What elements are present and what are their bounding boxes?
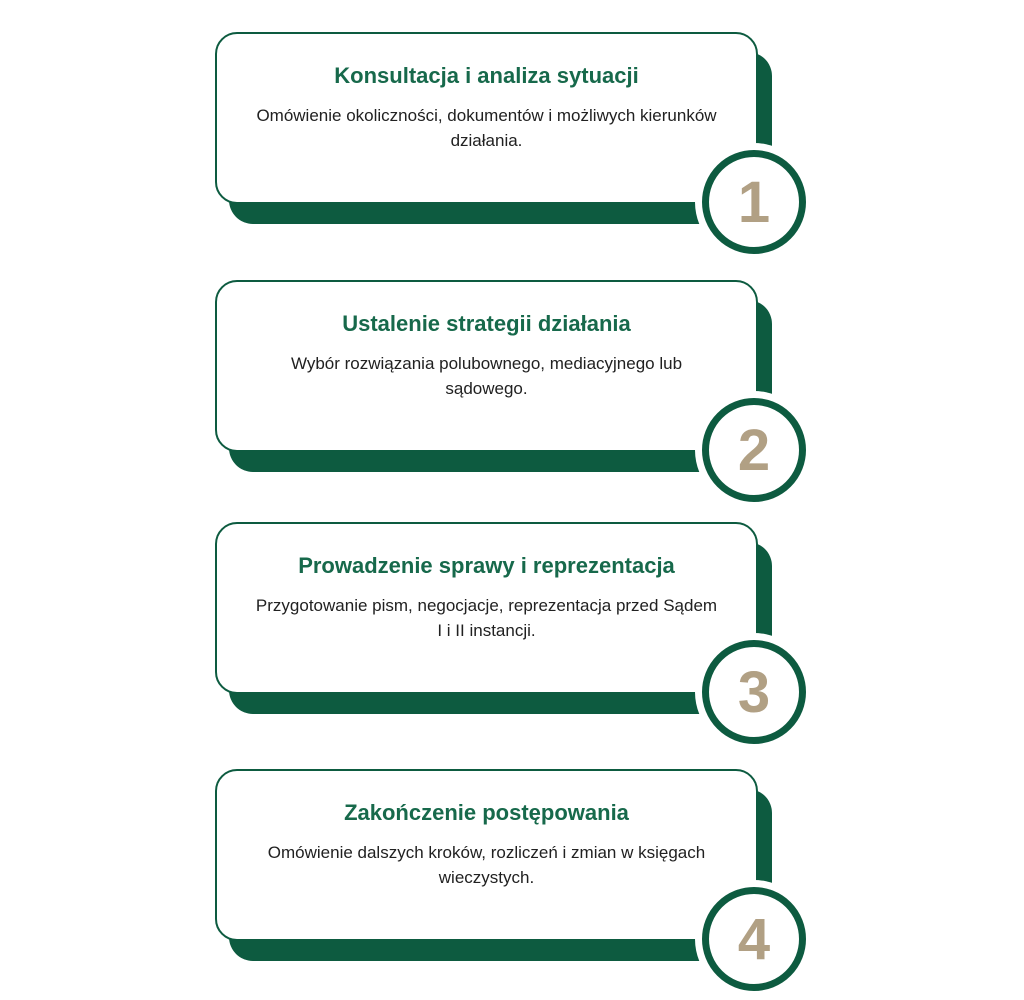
step-number-badge: 4 bbox=[702, 887, 806, 991]
step-card: Konsultacja i analiza sytuacji Omówienie… bbox=[215, 32, 758, 204]
step-title: Konsultacja i analiza sytuacji bbox=[334, 63, 639, 88]
step-title: Prowadzenie sprawy i reprezentacja bbox=[298, 553, 675, 578]
step-title: Ustalenie strategii działania bbox=[342, 311, 631, 336]
step-card: Prowadzenie sprawy i reprezentacja Przyg… bbox=[215, 522, 758, 694]
step-2: Ustalenie strategii działania Wybór rozw… bbox=[215, 280, 806, 502]
step-number-badge: 2 bbox=[702, 398, 806, 502]
step-number: 3 bbox=[737, 660, 771, 725]
step-description: Omówienie okoliczności, dokumentów i moż… bbox=[256, 106, 717, 150]
step-number: 1 bbox=[737, 170, 771, 235]
step-description: Wybór rozwiązania polubownego, mediacyjn… bbox=[290, 354, 683, 398]
step-number-badge: 3 bbox=[702, 640, 806, 744]
step-number: 4 bbox=[737, 907, 771, 972]
step-card: Ustalenie strategii działania Wybór rozw… bbox=[215, 280, 758, 452]
step-number: 2 bbox=[737, 418, 771, 483]
step-4: Zakończenie postępowania Omówienie dalsz… bbox=[215, 769, 806, 991]
step-description: Przygotowanie pism, negocjacje, reprezen… bbox=[255, 596, 718, 640]
step-3: Prowadzenie sprawy i reprezentacja Przyg… bbox=[215, 522, 806, 744]
step-number-badge: 1 bbox=[702, 150, 806, 254]
step-1: Konsultacja i analiza sytuacji Omówienie… bbox=[215, 32, 806, 254]
step-title: Zakończenie postępowania bbox=[344, 800, 629, 825]
step-description: Omówienie dalszych kroków, rozliczeń i z… bbox=[267, 843, 706, 887]
step-card: Zakończenie postępowania Omówienie dalsz… bbox=[215, 769, 758, 941]
